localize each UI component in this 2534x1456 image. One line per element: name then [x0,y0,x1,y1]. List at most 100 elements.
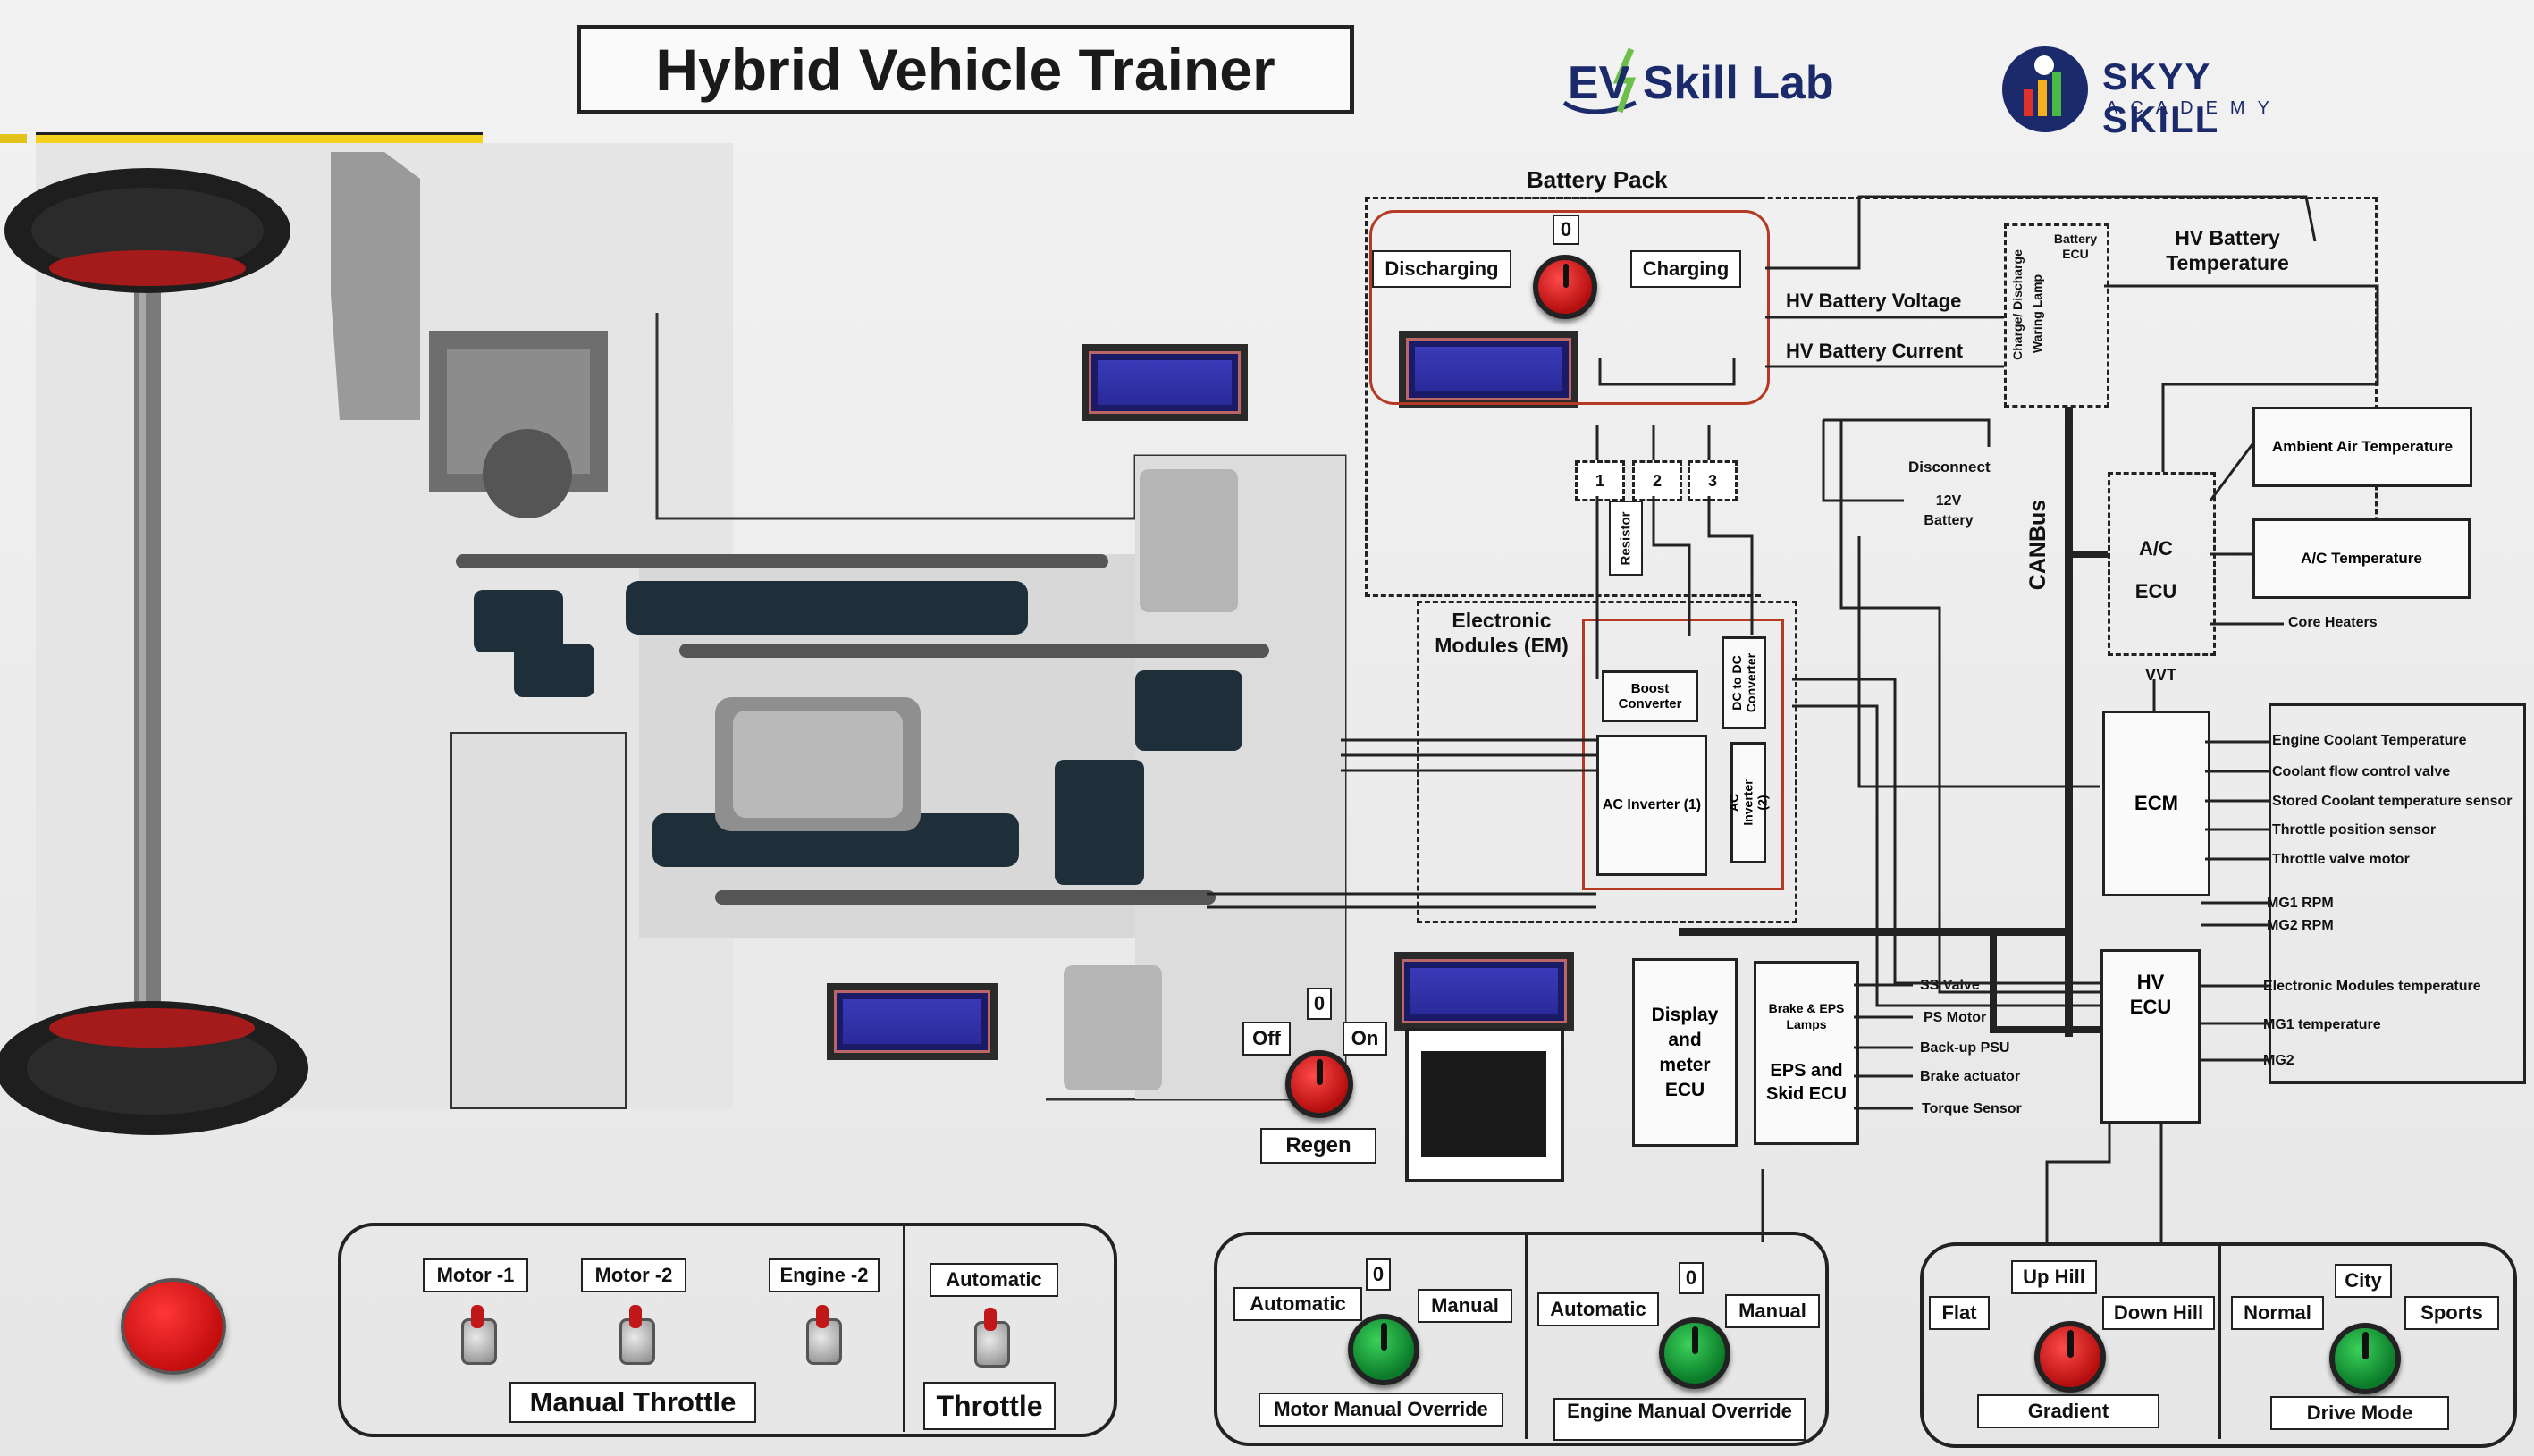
motor-2-label: Motor -2 [581,1258,686,1292]
emergency-stop-button[interactable] [121,1278,226,1375]
boost-converter-box: Boost Converter [1602,670,1698,722]
motor-override-automatic-label: Automatic [1233,1287,1362,1321]
drive-mode-city-label: City [2335,1264,2392,1298]
ecm-box: ECM [2102,711,2210,896]
relay-2: 2 [1632,460,1682,501]
battery-12v-label: 12V Battery [1924,493,1974,528]
motor-1-label: Motor -1 [423,1258,528,1292]
lcd-display-battery [1399,331,1578,408]
skyy-logo: SKYY SKILL ACADEMY [2002,36,2324,140]
hv-ecu-box: HV ECU [2100,949,2201,1124]
resistor-box: Resistor [1609,501,1643,576]
drive-mode-sports-label: Sports [2404,1296,2499,1330]
ac-inverter-2-box: AC Inverter (2) [1727,742,1770,863]
skyy-logo-text: SKYY SKILL [2102,55,2220,140]
drive-mode-label: Drive Mode [2270,1396,2449,1430]
hv-battery-temperature-label: HV Battery Temperature [2166,226,2289,274]
eps-signal-ps-motor: PS Motor [1924,1010,1987,1025]
motor-1-throttle-switch[interactable] [461,1305,497,1365]
battery-zero-label: 0 [1553,215,1579,245]
em-frame [1417,601,1797,923]
ambient-air-temp-box: Ambient Air Temperature [2252,407,2472,487]
ac-ecu-label: A/C ECU [2134,537,2177,602]
drive-mode-selector-knob[interactable] [2329,1323,2401,1394]
hv-signal-em-temp: Electronic Modules temperature [2263,979,2481,994]
eps-signal-ss-valve: SS Valve [1920,978,1980,993]
canbus-line [2065,407,2073,1037]
motor-2-throttle-switch[interactable] [619,1305,655,1365]
display-meter-ecu-box: Display and meter ECU [1632,958,1738,1147]
drive-mode-normal-label: Normal [2231,1296,2324,1330]
throttle-panel-divider [903,1225,905,1432]
ev-plug-icon [1562,47,1637,114]
gradient-flat-label: Flat [1929,1296,1990,1330]
hv-battery-voltage-label: HV Battery Voltage [1786,290,1962,312]
throttle-label: Throttle [923,1382,1056,1430]
hv-battery-current-label: HV Battery Current [1786,340,1964,362]
lcd-display-top [1082,344,1248,421]
battery-ecu-label: Battery ECU [2053,231,2098,261]
ecm-signal-frame [2269,703,2526,1084]
relay-1: 1 [1575,460,1625,501]
ecm-signal-4: Throttle position sensor [2272,822,2437,837]
engine-override-automatic-label: Automatic [1537,1292,1659,1326]
engine-override-knob[interactable] [1659,1317,1730,1389]
skyy-emblem-icon [2002,46,2088,132]
canbus-branch-display [1679,928,2072,936]
engine-2-label: Engine -2 [769,1258,880,1292]
discharging-label: Discharging [1372,250,1511,288]
manual-throttle-label: Manual Throttle [509,1382,756,1423]
battery-mode-selector-knob[interactable] [1533,255,1597,319]
engine-override-zero-label: 0 [1679,1262,1704,1294]
override-panel-divider [1525,1233,1528,1439]
ac-ecu-box [2108,472,2216,656]
battery-pack-label: Battery Pack [1527,166,1668,193]
skyy-logo-subtext: ACADEMY [2106,98,2282,118]
battery-control-panel [1369,210,1770,405]
relay-3: 3 [1688,460,1738,501]
gradient-uphill-label: Up Hill [2011,1260,2097,1294]
gradient-panel-divider [2218,1244,2221,1439]
motor-override-knob[interactable] [1348,1314,1419,1385]
ev-logo-text: EV Skill Lab [1568,57,1834,109]
engine-2-throttle-switch[interactable] [806,1305,842,1365]
throttle-automatic-switch[interactable] [974,1308,1010,1368]
em-label: Electronic Modules (EM) [1435,609,1569,657]
eps-skid-ecu-label: EPS and Skid ECU [1765,1061,1848,1104]
gradient-selector-knob[interactable] [2034,1321,2106,1393]
battery-ecu-box: Battery ECU Charge/ Discharge Waring Lam… [2004,223,2109,408]
yellow-edge [0,134,27,143]
eps-signal-torque-sensor: Torque Sensor [1922,1101,2022,1116]
regen-zero-label: 0 [1307,988,1332,1020]
battery-holder [1405,1028,1564,1182]
ac-temperature-box: A/C Temperature [2252,518,2471,599]
regen-off-label: Off [1242,1022,1291,1056]
ev-logo: EV Skill Lab [1555,40,1850,121]
hv-signal-mg1-rpm: MG1 RPM [2267,896,2334,911]
engine-override-label: Engine Manual Override [1553,1398,1806,1441]
hv-signal-mg2: MG2 [2263,1053,2294,1068]
page-title: Hybrid Vehicle Trainer [577,25,1354,114]
ecm-signal-5: Throttle valve motor [2272,852,2410,867]
hv-signal-mg1-temp: MG1 temperature [2263,1017,2381,1032]
throttle-automatic-label: Automatic [930,1263,1058,1297]
motor-override-zero-label: 0 [1366,1258,1391,1291]
hv-signal-mg2-rpm: MG2 RPM [2267,918,2334,933]
eps-skid-ecu-box: Brake & EPS Lamps EPS and Skid ECU [1754,961,1859,1145]
brake-eps-lamps-label: Brake & EPS Lamps [1768,1001,1845,1031]
ecm-signal-3: Stored Coolant temperature sensor [2272,794,2513,809]
regen-selector-knob[interactable] [1285,1050,1353,1118]
engine-override-manual-label: Manual [1725,1294,1820,1328]
lcd-display-regen [1394,952,1574,1031]
throttle-panel [338,1223,1117,1437]
gradient-label: Gradient [1977,1394,2159,1428]
regen-label: Regen [1260,1128,1376,1164]
charging-label: Charging [1630,250,1741,288]
lcd-display-left [827,983,998,1060]
ecm-signal-2: Coolant flow control valve [2272,764,2451,779]
gradient-downhill-label: Down Hill [2102,1296,2215,1330]
eps-signal-brake-actuator: Brake actuator [1920,1069,2021,1084]
motor-override-label: Motor Manual Override [1259,1393,1503,1427]
